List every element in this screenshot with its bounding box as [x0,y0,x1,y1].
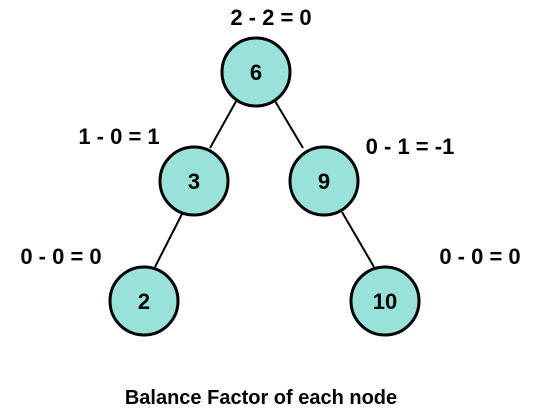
diagram-caption: Balance Factor of each node [125,387,397,409]
balance-factor-2: 0 - 0 = 0 [20,244,101,269]
balance-factor-6: 2 - 2 = 0 [230,5,311,30]
edge-9-10 [341,211,375,268]
balance-factor-9: 0 - 1 = -1 [366,134,455,159]
node-3: 3 [158,145,230,217]
edge-6-9 [271,95,304,149]
node-2-circle [108,265,180,337]
node-10: 10 [349,265,421,337]
node-3-label: 3 [188,169,200,194]
node-9: 9 [288,145,360,217]
edge-6-3 [209,95,240,149]
balance-factor-3: 1 - 0 = 1 [78,124,159,149]
node-10-label: 10 [373,289,397,314]
node-9-label: 9 [318,169,330,194]
node-2: 2 [108,265,180,337]
node-3-circle [158,145,230,217]
node-9-circle [288,145,360,217]
node-6: 6 [220,36,292,108]
node-6-circle [220,36,292,108]
edge-3-2 [154,211,184,268]
node-6-label: 6 [250,60,262,85]
balance-factor-10: 0 - 0 = 0 [439,244,520,269]
node-10-circle [349,265,421,337]
node-2-label: 2 [138,289,150,314]
